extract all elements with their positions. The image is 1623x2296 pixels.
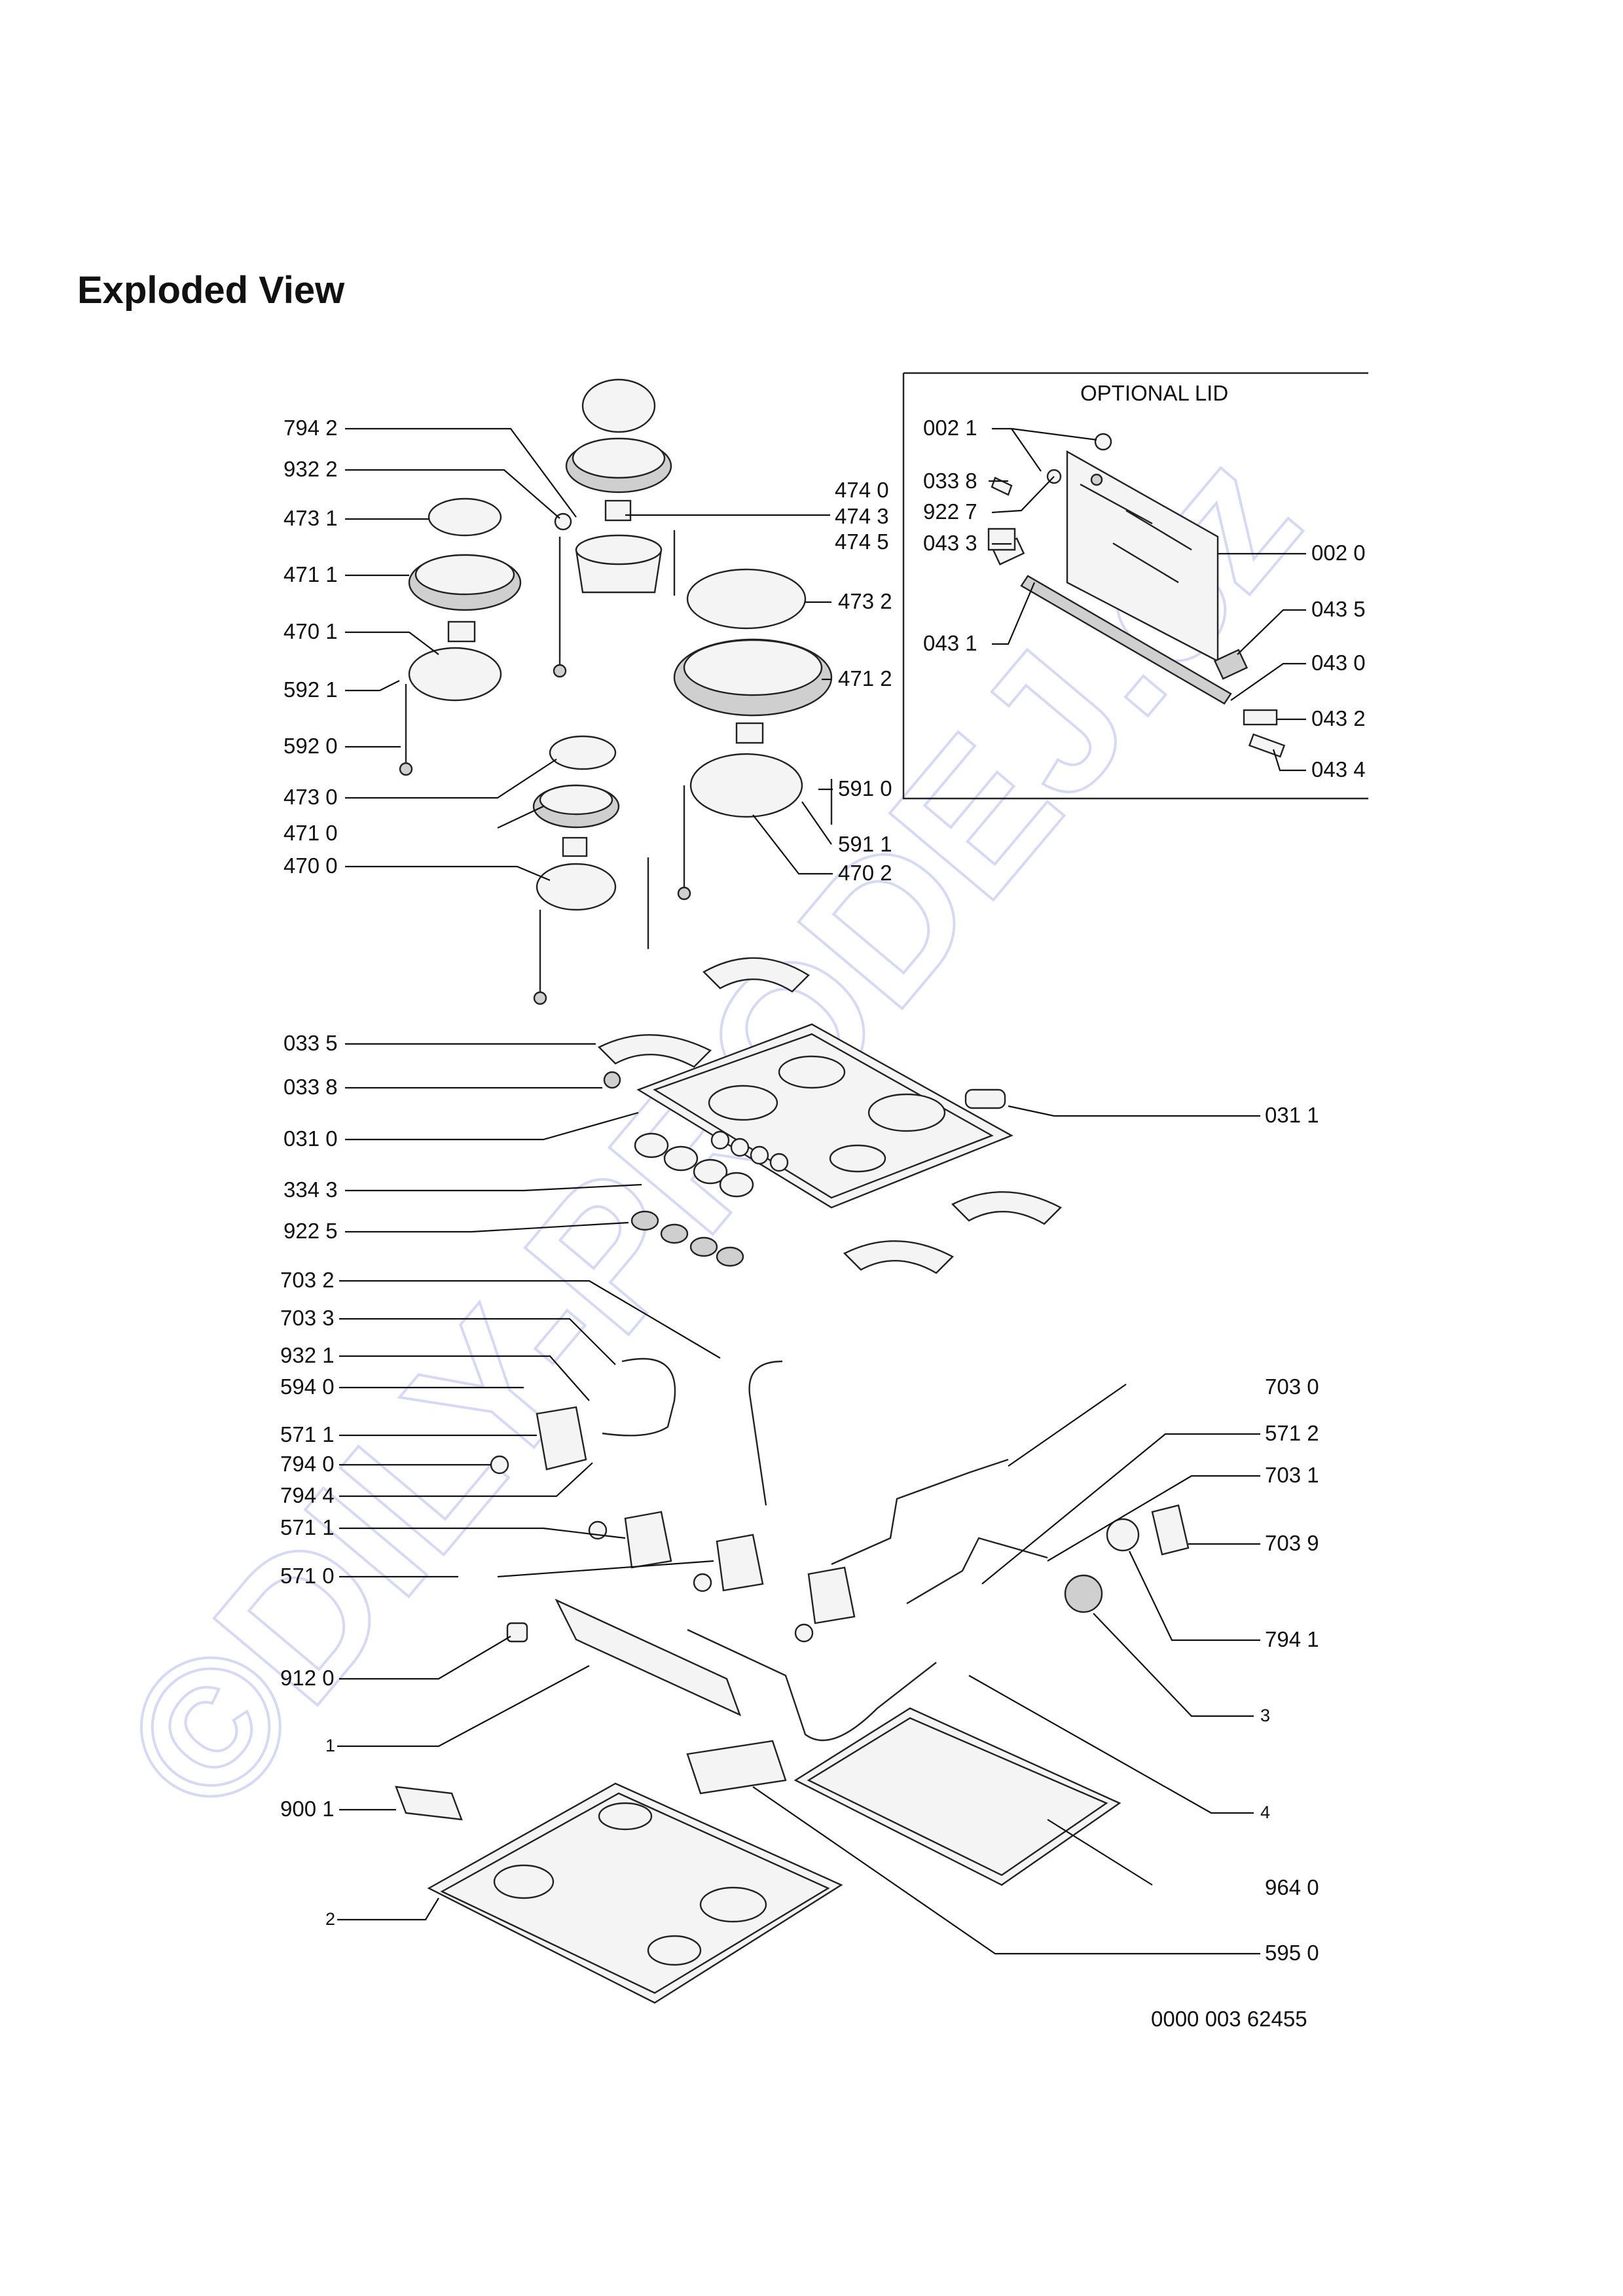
label-794-0: 794 0 — [280, 1452, 335, 1476]
label-473-2: 473 2 — [838, 589, 892, 613]
label-470-0: 470 0 — [283, 853, 338, 878]
label-703-0: 703 0 — [1265, 1374, 1319, 1399]
label-592-1: 592 1 — [283, 677, 338, 702]
label-922-5: 922 5 — [283, 1219, 338, 1243]
lid-label-043-1: 043 1 — [923, 631, 977, 655]
hob-top-assembly — [597, 957, 1062, 1274]
label-4: 4 — [1260, 1803, 1270, 1822]
label-571-1-a: 571 1 — [280, 1422, 335, 1446]
lid-label-043-2: 043 2 — [1311, 706, 1366, 730]
lid-label-922-7: 922 7 — [923, 499, 977, 524]
label-592-0: 592 0 — [283, 734, 338, 758]
right-callouts: 474 0 474 3 474 5 473 2 471 2 591 0 591 … — [625, 478, 1319, 1965]
lid-label-002-0: 002 0 — [1311, 541, 1366, 565]
label-571-1-b: 571 1 — [280, 1515, 335, 1539]
lid-label-043-5: 043 5 — [1311, 597, 1366, 621]
label-932-2: 932 2 — [283, 457, 338, 481]
lid-label-043-3: 043 3 — [923, 531, 977, 555]
label-470-2: 470 2 — [838, 861, 892, 885]
label-794-4: 794 4 — [280, 1483, 335, 1507]
label-470-1: 470 1 — [283, 619, 338, 643]
label-571-2: 571 2 — [1265, 1421, 1319, 1445]
label-031-0: 031 0 — [283, 1126, 338, 1151]
lid-label-043-0: 043 0 — [1311, 651, 1366, 675]
label-474-0: 474 0 — [835, 478, 889, 502]
label-591-1: 591 1 — [838, 832, 892, 856]
label-703-9: 703 9 — [1265, 1531, 1319, 1555]
label-473-1: 473 1 — [283, 506, 338, 530]
label-595-0: 595 0 — [1265, 1941, 1319, 1965]
lid-label-033-8: 033 8 — [923, 469, 977, 493]
left-callouts: 794 2 932 2 473 1 471 1 470 1 592 1 592 … — [280, 416, 721, 1929]
label-591-0: 591 0 — [838, 776, 892, 800]
label-1: 1 — [325, 1736, 335, 1755]
label-3: 3 — [1260, 1706, 1270, 1725]
page-title: Exploded View — [77, 269, 345, 312]
label-033-5: 033 5 — [283, 1031, 338, 1055]
label-571-0: 571 0 — [280, 1564, 335, 1588]
label-031-1: 031 1 — [1265, 1103, 1319, 1127]
burner-assemblies — [399, 378, 833, 1005]
lid-label-043-4: 043 4 — [1311, 757, 1366, 781]
base-tray-assembly — [395, 1598, 1122, 2004]
label-912-0: 912 0 — [280, 1666, 335, 1690]
label-794-2: 794 2 — [283, 416, 338, 440]
label-334-3: 334 3 — [283, 1177, 338, 1202]
label-2: 2 — [325, 1909, 335, 1929]
label-471-2: 471 2 — [838, 666, 892, 691]
label-474-3: 474 3 — [835, 504, 889, 528]
label-703-1: 703 1 — [1265, 1463, 1319, 1487]
label-794-1: 794 1 — [1265, 1627, 1319, 1651]
gas-valve-assembly — [490, 1357, 1190, 1742]
label-473-0: 473 0 — [283, 785, 338, 809]
label-033-8: 033 8 — [283, 1075, 338, 1099]
label-900-1: 900 1 — [280, 1797, 335, 1821]
optional-lid-heading: OPTIONAL LID — [1080, 381, 1228, 405]
document-code: 0000 003 62455 — [1151, 2007, 1307, 2031]
lid-label-002-1: 002 1 — [923, 416, 977, 440]
label-964-0: 964 0 — [1265, 1875, 1319, 1899]
label-594-0: 594 0 — [280, 1374, 335, 1399]
label-703-3: 703 3 — [280, 1306, 335, 1330]
label-474-5: 474 5 — [835, 529, 889, 554]
label-471-1: 471 1 — [283, 562, 338, 586]
label-932-1: 932 1 — [280, 1343, 335, 1367]
label-703-2: 703 2 — [280, 1268, 335, 1292]
optional-lid-panel: OPTIONAL LID 002 1 033 8 922 7 043 3 043… — [902, 372, 1368, 800]
label-471-0: 471 0 — [283, 821, 338, 845]
